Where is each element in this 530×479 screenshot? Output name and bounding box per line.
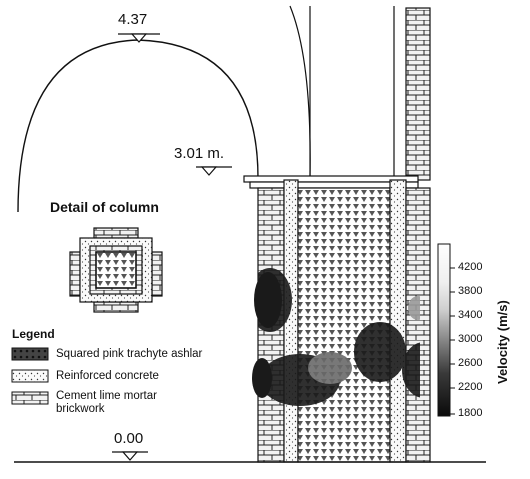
colorbar-tick-label: 3800 xyxy=(458,285,483,297)
low-velocity-outside xyxy=(252,272,282,398)
elevation-label-top: 4.37 xyxy=(118,11,148,28)
arch-back-curve xyxy=(289,5,311,179)
colorbar-tick-label: 4200 xyxy=(458,261,483,273)
velocity-colorbar xyxy=(437,243,451,417)
low-velocity-zones xyxy=(258,268,420,406)
colorbar-tick-label: 2200 xyxy=(458,381,483,393)
elevation-marker-spring xyxy=(196,166,232,176)
arch-outline xyxy=(17,39,259,213)
colorbar-title: Velocity (m/s) xyxy=(495,300,510,384)
colorbar-tick-label: 2600 xyxy=(458,357,483,369)
elevation-marker-base xyxy=(112,451,148,461)
detail-title: Detail of column xyxy=(50,199,159,215)
right-brick-pier xyxy=(405,7,431,181)
colorbar-tick-label: 3400 xyxy=(458,309,483,321)
legend-item-label: Squared pink trachyte ashlar xyxy=(56,348,203,360)
legend-swatch-concrete xyxy=(11,369,49,383)
legend-swatch-brick xyxy=(11,391,49,405)
legend-title: Legend xyxy=(12,327,55,341)
elevation-marker-top xyxy=(118,33,160,43)
column-plan-detail xyxy=(69,227,163,313)
elevation-label-base: 0.00 xyxy=(114,430,144,447)
colorbar-tick-label: 3000 xyxy=(458,333,483,345)
legend-item-label: Reinforced concrete xyxy=(56,370,159,382)
legend-item-label: Cement lime mortar brickwork xyxy=(56,390,157,415)
colorbar-tick-marks xyxy=(450,267,455,415)
elevation-label-spring: 3.01 m. xyxy=(174,145,225,162)
colorbar-tick-label: 1800 xyxy=(458,407,483,419)
legend-swatch-ashlar xyxy=(11,347,49,361)
